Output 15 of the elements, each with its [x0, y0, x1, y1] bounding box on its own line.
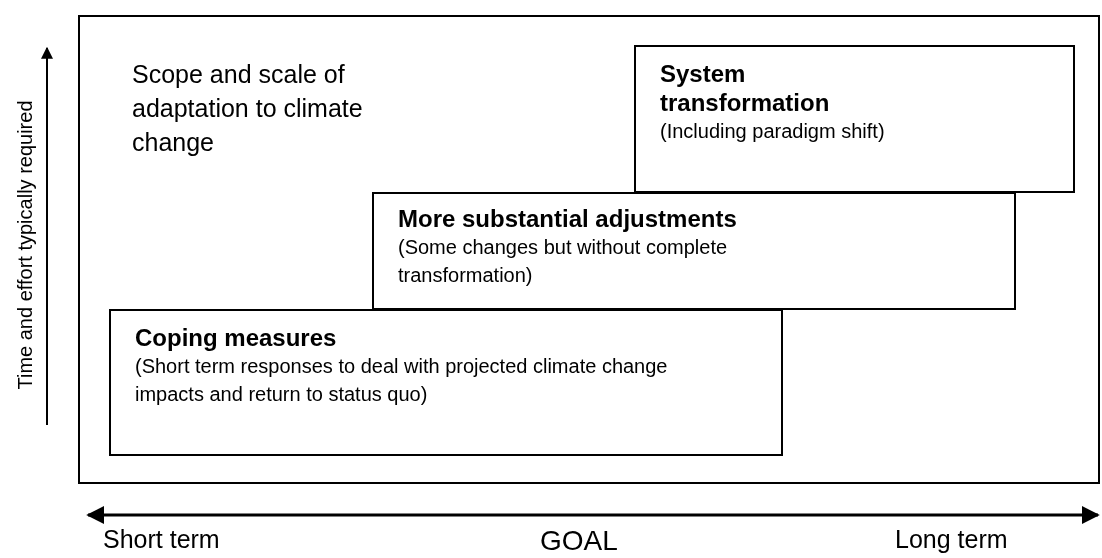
axis-label: Short term: [103, 524, 220, 554]
box-description: (Short term responses to deal with projected climate change impacts and return to status quo): [135, 354, 669, 407]
box-heading: Coping measures: [135, 323, 338, 352]
box-description: (Some changes but without complete transformation): [398, 235, 729, 288]
scope-box: [109, 309, 783, 456]
box-description: (Including paradigm shift): [660, 119, 886, 144]
axis-label: Time and effort typically required: [13, 100, 37, 390]
axis-label: Long term: [895, 524, 1008, 554]
box-heading: More substantial adjustments: [398, 204, 738, 233]
box-heading: System transformation: [660, 59, 831, 117]
axis-title: GOAL: [540, 524, 618, 558]
frame-label: Scope and scale of adaptation to climate change: [132, 59, 364, 158]
scope-box: [634, 45, 1075, 193]
scope-box: [372, 192, 1016, 310]
diagram-frame: [78, 15, 1100, 484]
